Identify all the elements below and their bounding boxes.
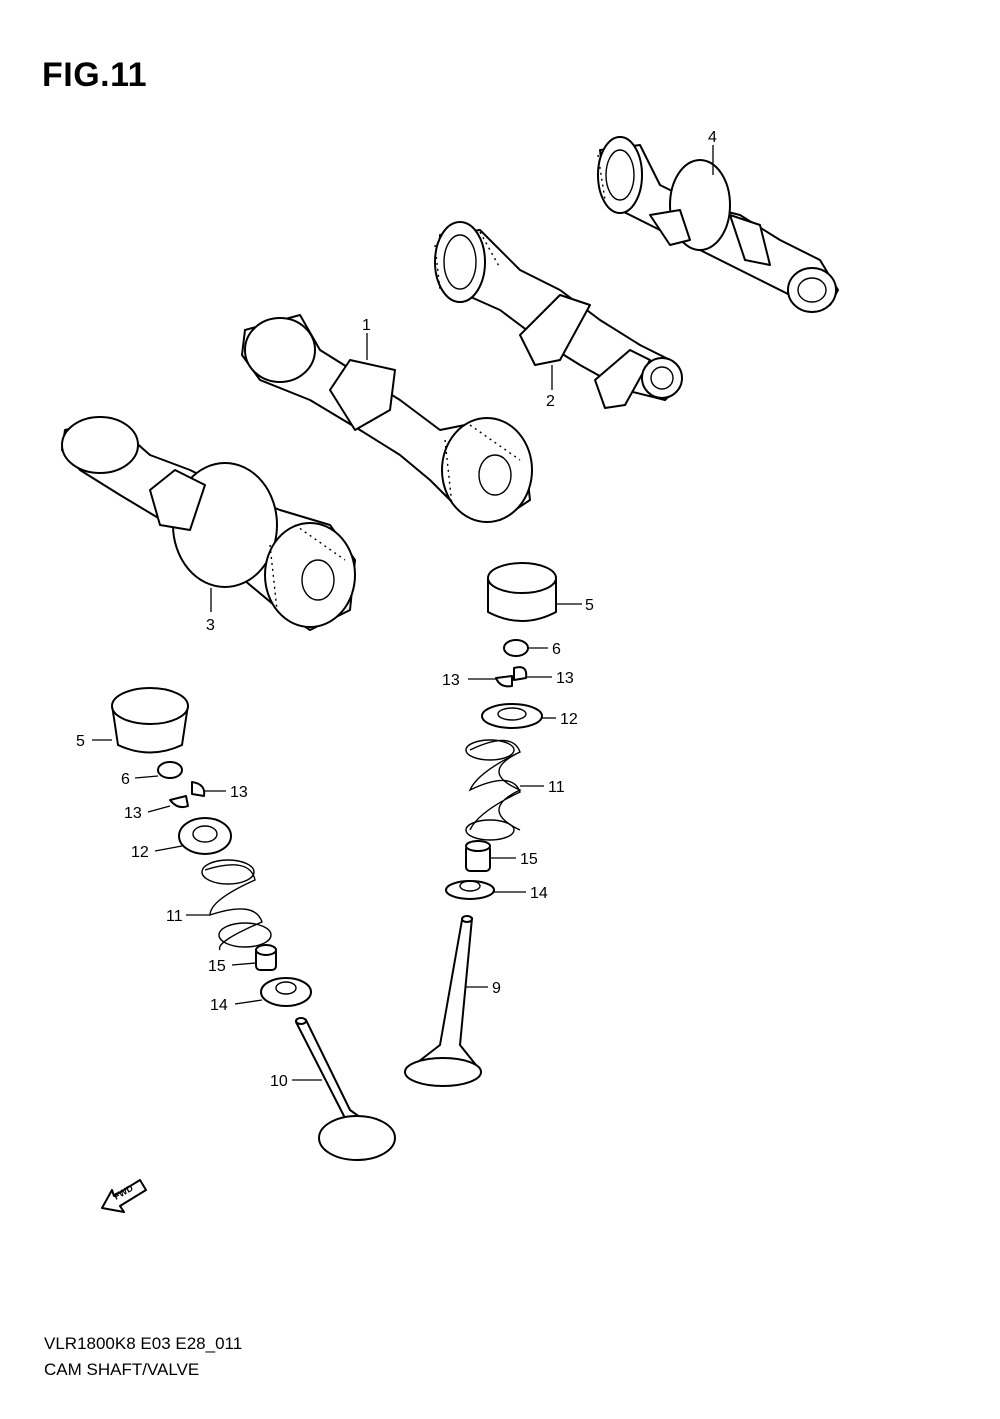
callout-10: 10 <box>270 1073 288 1090</box>
figure-title: FIG.11 <box>42 56 148 94</box>
callout-5b: 5 <box>76 733 85 750</box>
callout-3: 3 <box>206 617 215 634</box>
callout-labels: 1 2 3 4 5 6 13 13 12 11 15 14 9 5 6 13 1… <box>76 129 717 1090</box>
model-code: VLR1800K8 E03 E28_011 <box>44 1334 243 1353</box>
callout-14a: 14 <box>530 885 548 902</box>
callout-13c: 13 <box>230 784 248 801</box>
callout-13a: 13 <box>442 672 460 689</box>
callout-11b: 11 <box>166 908 183 925</box>
callout-12b: 12 <box>131 844 149 861</box>
callout-13b: 13 <box>556 670 574 687</box>
callout-6b: 6 <box>121 771 130 788</box>
callout-9: 9 <box>492 980 501 997</box>
callout-4: 4 <box>708 129 717 146</box>
callout-13d: 13 <box>124 805 142 822</box>
callout-14b: 14 <box>210 997 228 1014</box>
section-name: CAM SHAFT/VALVE <box>44 1360 200 1379</box>
valve-assembly-right <box>404 562 557 1087</box>
leader-lines <box>92 145 714 1081</box>
camshaft-4 <box>597 136 839 313</box>
camshaft-3 <box>61 416 356 631</box>
fwd-arrow-icon: FWD <box>101 1179 147 1213</box>
camshaft-2 <box>434 221 683 409</box>
callout-15b: 15 <box>208 958 226 975</box>
valve-assembly-left <box>111 687 396 1161</box>
callout-2: 2 <box>546 393 555 410</box>
callout-6a: 6 <box>552 641 561 658</box>
callout-11a: 11 <box>548 779 565 796</box>
callout-12a: 12 <box>560 711 578 728</box>
callout-5a: 5 <box>585 597 594 614</box>
camshaft-1 <box>241 314 533 523</box>
callout-15a: 15 <box>520 851 538 868</box>
callout-1: 1 <box>362 317 371 334</box>
